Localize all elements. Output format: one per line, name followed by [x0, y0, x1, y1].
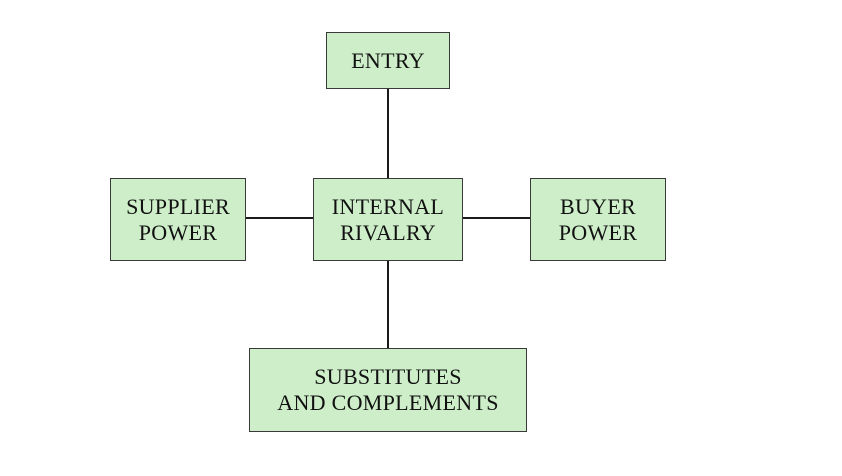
node-supplier-power-line-2: POWER: [138, 219, 218, 245]
node-internal-rivalry-line-2: RIVALRY: [340, 219, 436, 245]
node-buyer-power: BUYER POWER: [530, 178, 666, 261]
node-supplier-power-line-1: SUPPLIER: [126, 193, 230, 219]
node-internal-rivalry: INTERNAL RIVALRY: [313, 178, 463, 261]
connector-rivalry-substitutes: [387, 260, 389, 349]
node-substitutes-complements: SUBSTITUTES AND COMPLEMENTS: [249, 348, 527, 432]
node-substitutes-complements-line-1: SUBSTITUTES: [314, 364, 462, 389]
node-buyer-power-line-2: POWER: [558, 219, 638, 245]
node-substitutes-complements-line-2: AND COMPLEMENTS: [277, 390, 499, 415]
node-buyer-power-line-1: BUYER: [559, 193, 637, 219]
node-internal-rivalry-line-1: INTERNAL: [331, 193, 445, 219]
node-entry-line-1: ENTRY: [351, 47, 425, 73]
node-entry: ENTRY: [326, 32, 450, 89]
connector-rivalry-buyer: [462, 217, 531, 219]
connector-entry-rivalry: [387, 88, 389, 178]
node-supplier-power: SUPPLIER POWER: [110, 178, 246, 261]
connector-supplier-rivalry: [245, 217, 314, 219]
